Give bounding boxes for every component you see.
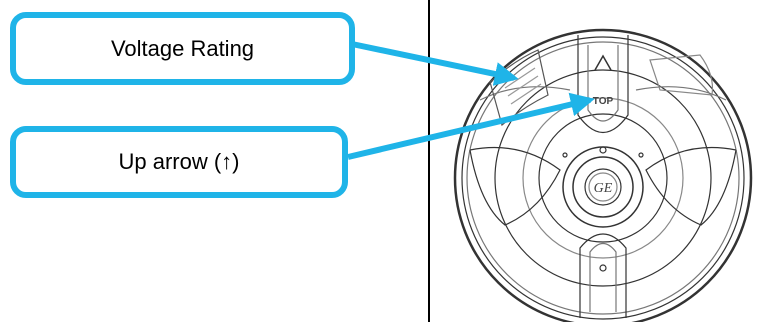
- voltage-rating-label: Voltage Rating: [110, 35, 255, 61]
- top-channel: [577, 35, 629, 133]
- ge-logo-text: GE: [594, 181, 613, 196]
- up-arrow-callout: Up arrow (↑): [10, 126, 348, 198]
- up-arrow-pointer-line: [347, 92, 595, 160]
- top-label: TOP: [593, 96, 614, 107]
- voltage-rating-callout: Voltage Rating: [10, 12, 355, 85]
- light-fixture: [453, 28, 753, 322]
- up-arrow-label: Up arrow (↑): [118, 149, 240, 174]
- voltage-pointer-line: [351, 41, 519, 86]
- up-arrow-icon: [594, 54, 612, 71]
- panel-divider: [428, 0, 430, 322]
- left-wing: [469, 146, 561, 226]
- right-wing: [645, 146, 737, 226]
- fixture-outer-ring: [453, 28, 753, 322]
- ge-logo-icon: [584, 168, 622, 206]
